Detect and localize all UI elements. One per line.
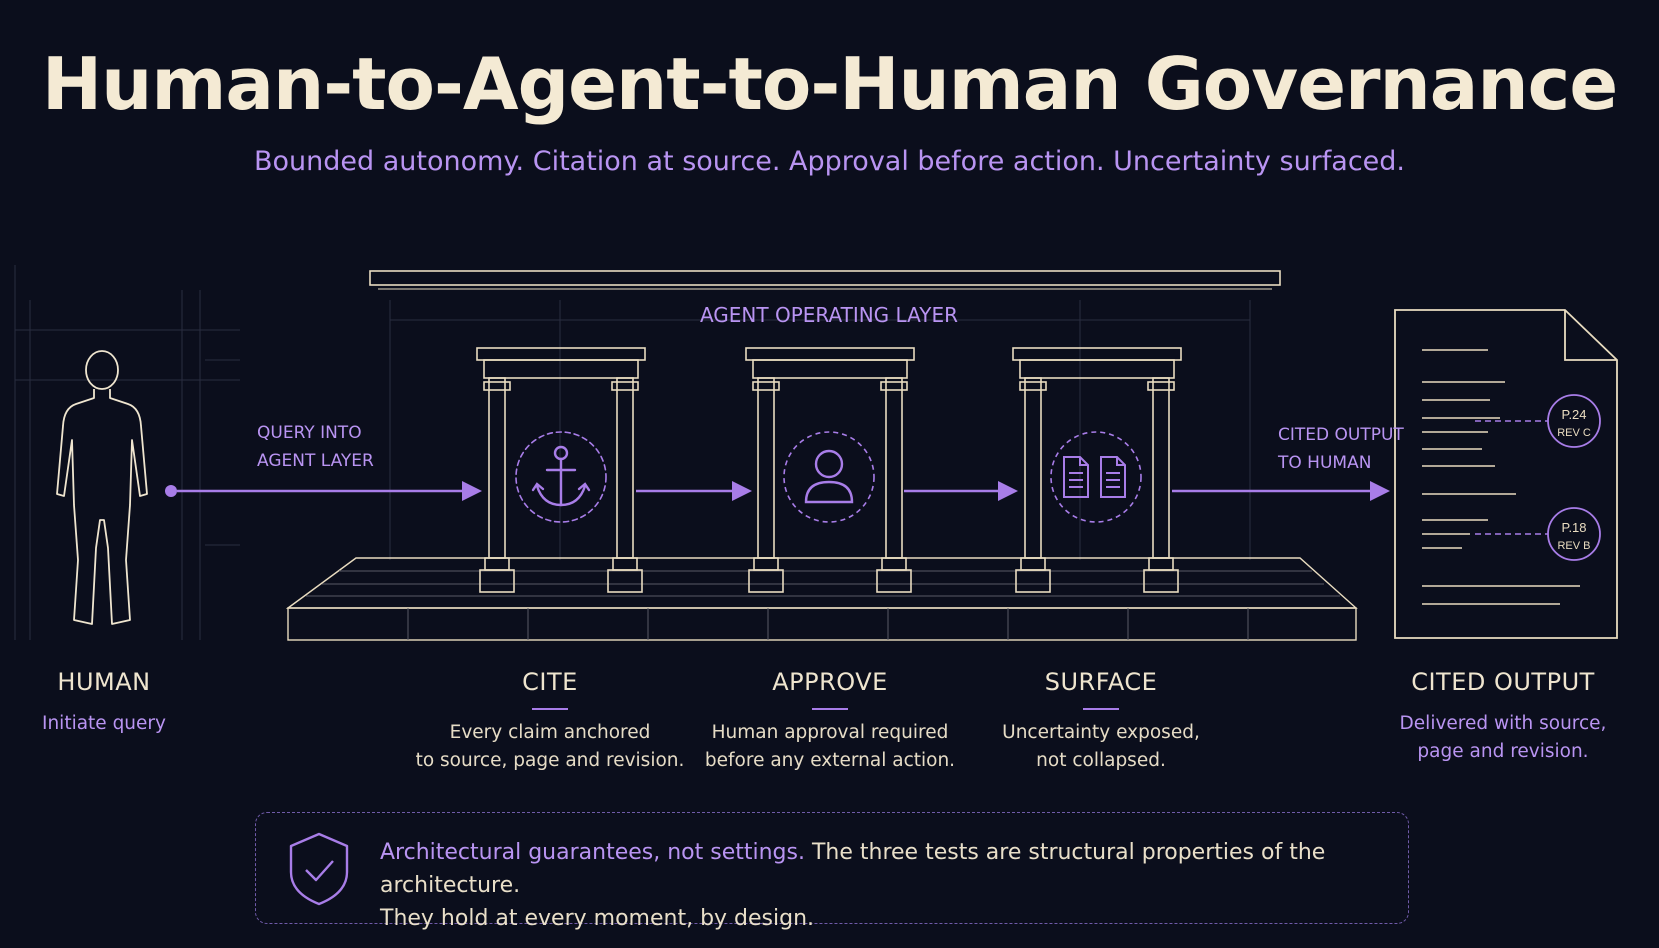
stage-output-label: CITED OUTPUT bbox=[1411, 668, 1595, 696]
guarantee-highlight: Architectural guarantees, not settings. bbox=[380, 840, 805, 865]
shield-icon bbox=[289, 832, 349, 906]
stage-approve-desc-line-1: Human approval required bbox=[711, 722, 949, 743]
flow-arrows bbox=[165, 481, 1390, 501]
stage-human-desc-line-1: Initiate query bbox=[42, 713, 166, 734]
citation-rev-2: REV B bbox=[1557, 540, 1590, 552]
stage-approve-underline bbox=[812, 708, 848, 710]
stage-approve-label: APPROVE bbox=[772, 668, 888, 696]
stage-output-desc-line-2: page and revision. bbox=[1417, 741, 1589, 762]
page-title: Human-to-Agent-to-Human Governance bbox=[41, 42, 1618, 126]
stage-surface-desc: Uncertainty exposed, not collapsed. bbox=[951, 719, 1251, 775]
guarantee-line-1: Architectural guarantees, not settings. … bbox=[380, 836, 1380, 902]
agent-layer-canopy bbox=[369, 270, 1281, 290]
stage-human-desc: Initiate query bbox=[24, 710, 184, 738]
platform-grid bbox=[306, 570, 1340, 640]
anchor-icon bbox=[515, 431, 607, 523]
stage-surface-label: SURFACE bbox=[1044, 668, 1158, 696]
page-subtitle: Bounded autonomy. Citation at source. Ap… bbox=[253, 146, 1406, 177]
query-flow-label: QUERY INTO AGENT LAYER bbox=[257, 419, 374, 475]
stage-approve-desc-line-2: before any external action. bbox=[704, 750, 956, 771]
stage-output-desc: Delivered with source, page and revision… bbox=[1380, 710, 1626, 766]
flow-start-dot bbox=[165, 485, 177, 497]
platform bbox=[285, 557, 1358, 641]
stage-cite-underline bbox=[532, 708, 568, 710]
citation-rev-1: REV C bbox=[1557, 427, 1591, 439]
document-text-lines bbox=[1422, 349, 1580, 605]
output-flow-line-1: CITED OUTPUT bbox=[1278, 425, 1404, 445]
guarantee-box bbox=[255, 812, 1409, 924]
citation-badge-2 bbox=[1547, 507, 1601, 561]
agent-layer-label: AGENT OPERATING LAYER bbox=[700, 303, 958, 327]
documents-icon bbox=[1050, 431, 1142, 523]
stage-cite-desc-line-1: Every claim anchored bbox=[449, 722, 651, 743]
stage-output-desc-line-1: Delivered with source, bbox=[1399, 713, 1607, 734]
document-icon bbox=[1394, 309, 1618, 639]
stage-human-label: HUMAN bbox=[57, 668, 151, 696]
query-flow-line-2: AGENT LAYER bbox=[257, 451, 374, 471]
stage-approve-desc: Human approval required before any exter… bbox=[680, 719, 980, 775]
stage-cite-label: CITE bbox=[522, 668, 578, 696]
stage-cite-desc-line-2: to source, page and revision. bbox=[415, 750, 685, 771]
gate-surface bbox=[1012, 347, 1182, 593]
stage-surface-desc-line-2: not collapsed. bbox=[1036, 750, 1166, 771]
query-flow-line-1: QUERY INTO bbox=[257, 423, 362, 443]
background-sketch bbox=[14, 265, 1251, 640]
guarantee-line-2: They hold at every moment, by design. bbox=[380, 906, 815, 931]
person-icon bbox=[783, 431, 875, 523]
guarantee-body: The three tests are structural propertie… bbox=[380, 840, 1326, 898]
guarantee-text: Architectural guarantees, not settings. … bbox=[380, 836, 1380, 935]
citation-page-1: P.24 bbox=[1561, 407, 1586, 422]
gate-approve bbox=[745, 347, 915, 593]
output-flow-label: CITED OUTPUT TO HUMAN bbox=[1278, 421, 1404, 477]
human-figure-icon bbox=[56, 350, 148, 625]
stage-surface-desc-line-1: Uncertainty exposed, bbox=[1002, 722, 1200, 743]
citation-badge-1 bbox=[1547, 394, 1601, 448]
stage-cite-desc: Every claim anchored to source, page and… bbox=[400, 719, 700, 775]
gate-cite bbox=[476, 347, 646, 593]
citation-leaders bbox=[1475, 420, 1548, 535]
citation-page-2: P.18 bbox=[1561, 520, 1586, 535]
stage-surface-underline bbox=[1083, 708, 1119, 710]
output-flow-line-2: TO HUMAN bbox=[1278, 453, 1372, 473]
